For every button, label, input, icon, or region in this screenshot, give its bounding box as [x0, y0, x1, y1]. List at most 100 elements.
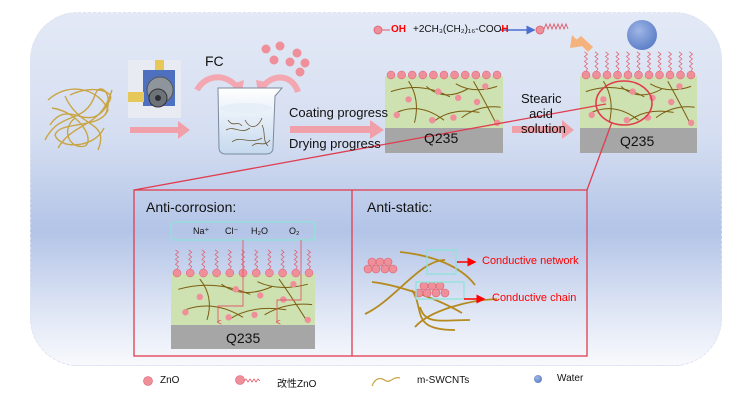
zno-particle	[629, 88, 636, 95]
surface-zno-particle	[386, 70, 396, 80]
swcnt-fiber	[221, 283, 273, 293]
anti-static-title: Anti-static:	[367, 199, 433, 215]
surface-zno-particle	[602, 70, 612, 80]
stearic-chain	[657, 51, 662, 72]
surface-zno-particle	[492, 70, 502, 80]
zno-particles-falling	[261, 41, 310, 77]
stearic-chain	[625, 51, 631, 72]
surface-zno-particle	[291, 268, 301, 278]
zno-particle	[290, 281, 297, 288]
stearic-chain	[254, 249, 259, 270]
swcnt-fiber	[425, 86, 468, 96]
chain-highlight-box	[415, 281, 465, 300]
legend-water-label: Water	[557, 373, 584, 384]
callout-line-left	[133, 103, 607, 191]
swcnt-fiber	[655, 106, 695, 119]
conductive-chain-label: Conductive chain	[492, 292, 577, 304]
anti-corrosion-sample: IRA	[170, 221, 316, 349]
stearic-chain	[227, 249, 232, 270]
zno-particle	[482, 83, 489, 90]
zno-particle	[257, 292, 264, 299]
legend-icons	[143, 375, 542, 387]
zno-particle	[393, 111, 400, 119]
zno-particle	[304, 316, 311, 324]
swcnt-fiber	[455, 83, 498, 91]
surface-zno-particle	[199, 268, 208, 278]
surface-zno-particle	[278, 268, 287, 278]
legend-zno-label: ZnO	[160, 375, 180, 386]
zno-particle	[182, 309, 189, 316]
ion-na: Na⁺	[193, 226, 210, 236]
stearic-chain	[615, 51, 620, 72]
stearic-chain	[688, 51, 694, 72]
detail-box	[133, 189, 588, 357]
reaction-reagent: +2CH₃(CH₂)₁₆-COOH	[413, 24, 509, 35]
stearic-chain	[667, 51, 673, 72]
homogenizer-machine-icon	[128, 60, 181, 118]
surface-zno-particle	[665, 70, 675, 80]
zno-particle	[251, 311, 258, 318]
surface-zno-particle	[471, 70, 481, 80]
zno-particle	[196, 293, 203, 301]
orange-pointer-arrow	[570, 35, 593, 52]
zno-particle	[450, 114, 457, 121]
surface-zno-particle	[623, 70, 633, 80]
stearic-chain	[214, 249, 219, 270]
substrate-label-3: Q235	[226, 330, 261, 346]
zno-particle	[623, 117, 630, 124]
surface-zno-particle	[172, 268, 182, 278]
stearic-acid-label: Stearic acid solution	[521, 91, 566, 136]
swcnt-fiber-icon	[371, 377, 401, 387]
surface-zno-particle	[265, 268, 274, 278]
stearic-chain	[201, 249, 206, 270]
zno-chain-cluster	[414, 281, 450, 298]
reactant-oh: OH	[391, 24, 406, 35]
surface-zno-particle	[655, 70, 664, 80]
swcnt-fiber	[620, 86, 663, 96]
surface-zno-particle	[686, 70, 696, 80]
coated-sample-2	[580, 51, 697, 153]
stearic-chain	[594, 51, 599, 72]
zoom-circle	[595, 80, 653, 126]
stearic-chain	[280, 249, 285, 270]
stearic-line-3: solution	[521, 121, 566, 136]
zno-cluster	[363, 257, 398, 274]
surface-zno-particle	[304, 268, 314, 278]
beaker-icon	[217, 87, 284, 155]
surface-zno-particle	[644, 70, 654, 80]
substrate-label-2: Q235	[620, 133, 655, 149]
surface-zno-particle	[450, 70, 459, 80]
zno-particle	[473, 98, 481, 106]
stearic-chain	[678, 51, 683, 72]
zno-particle	[280, 296, 287, 303]
stearic-chain	[267, 249, 272, 270]
zno-particle	[429, 117, 436, 124]
zno-particle	[225, 314, 232, 321]
surface-zno-particle	[429, 70, 438, 80]
swcnt-fiber	[602, 80, 612, 123]
legend-modified-zno-label: 改性ZnO	[277, 379, 317, 390]
stearic-chain	[174, 249, 180, 270]
substrate-label-1: Q235	[424, 130, 459, 146]
stearic-chain	[293, 249, 298, 270]
stearic-chain	[188, 249, 193, 270]
surface-zno-particle	[212, 268, 221, 278]
surface-zno-particle	[251, 268, 261, 278]
stearic-chain	[604, 51, 610, 72]
zno-particle	[232, 286, 239, 293]
water-droplet	[627, 20, 657, 50]
ion-o2: O₂	[289, 226, 300, 236]
swcnt-fiber	[199, 278, 210, 321]
swcnt-fiber	[178, 284, 251, 295]
ion-h2o: H₂O	[251, 226, 268, 236]
process-arrow-3	[512, 126, 562, 133]
coating-label: Coating progress	[289, 105, 388, 120]
stearic-chain	[583, 51, 589, 72]
swcnt-fiber	[264, 303, 313, 316]
zno-particle	[588, 111, 595, 119]
swcnt-fiber	[408, 80, 417, 123]
surface-zno-particle	[418, 70, 428, 80]
swcnt-fiber	[257, 281, 308, 288]
network-highlight-box	[426, 249, 457, 275]
